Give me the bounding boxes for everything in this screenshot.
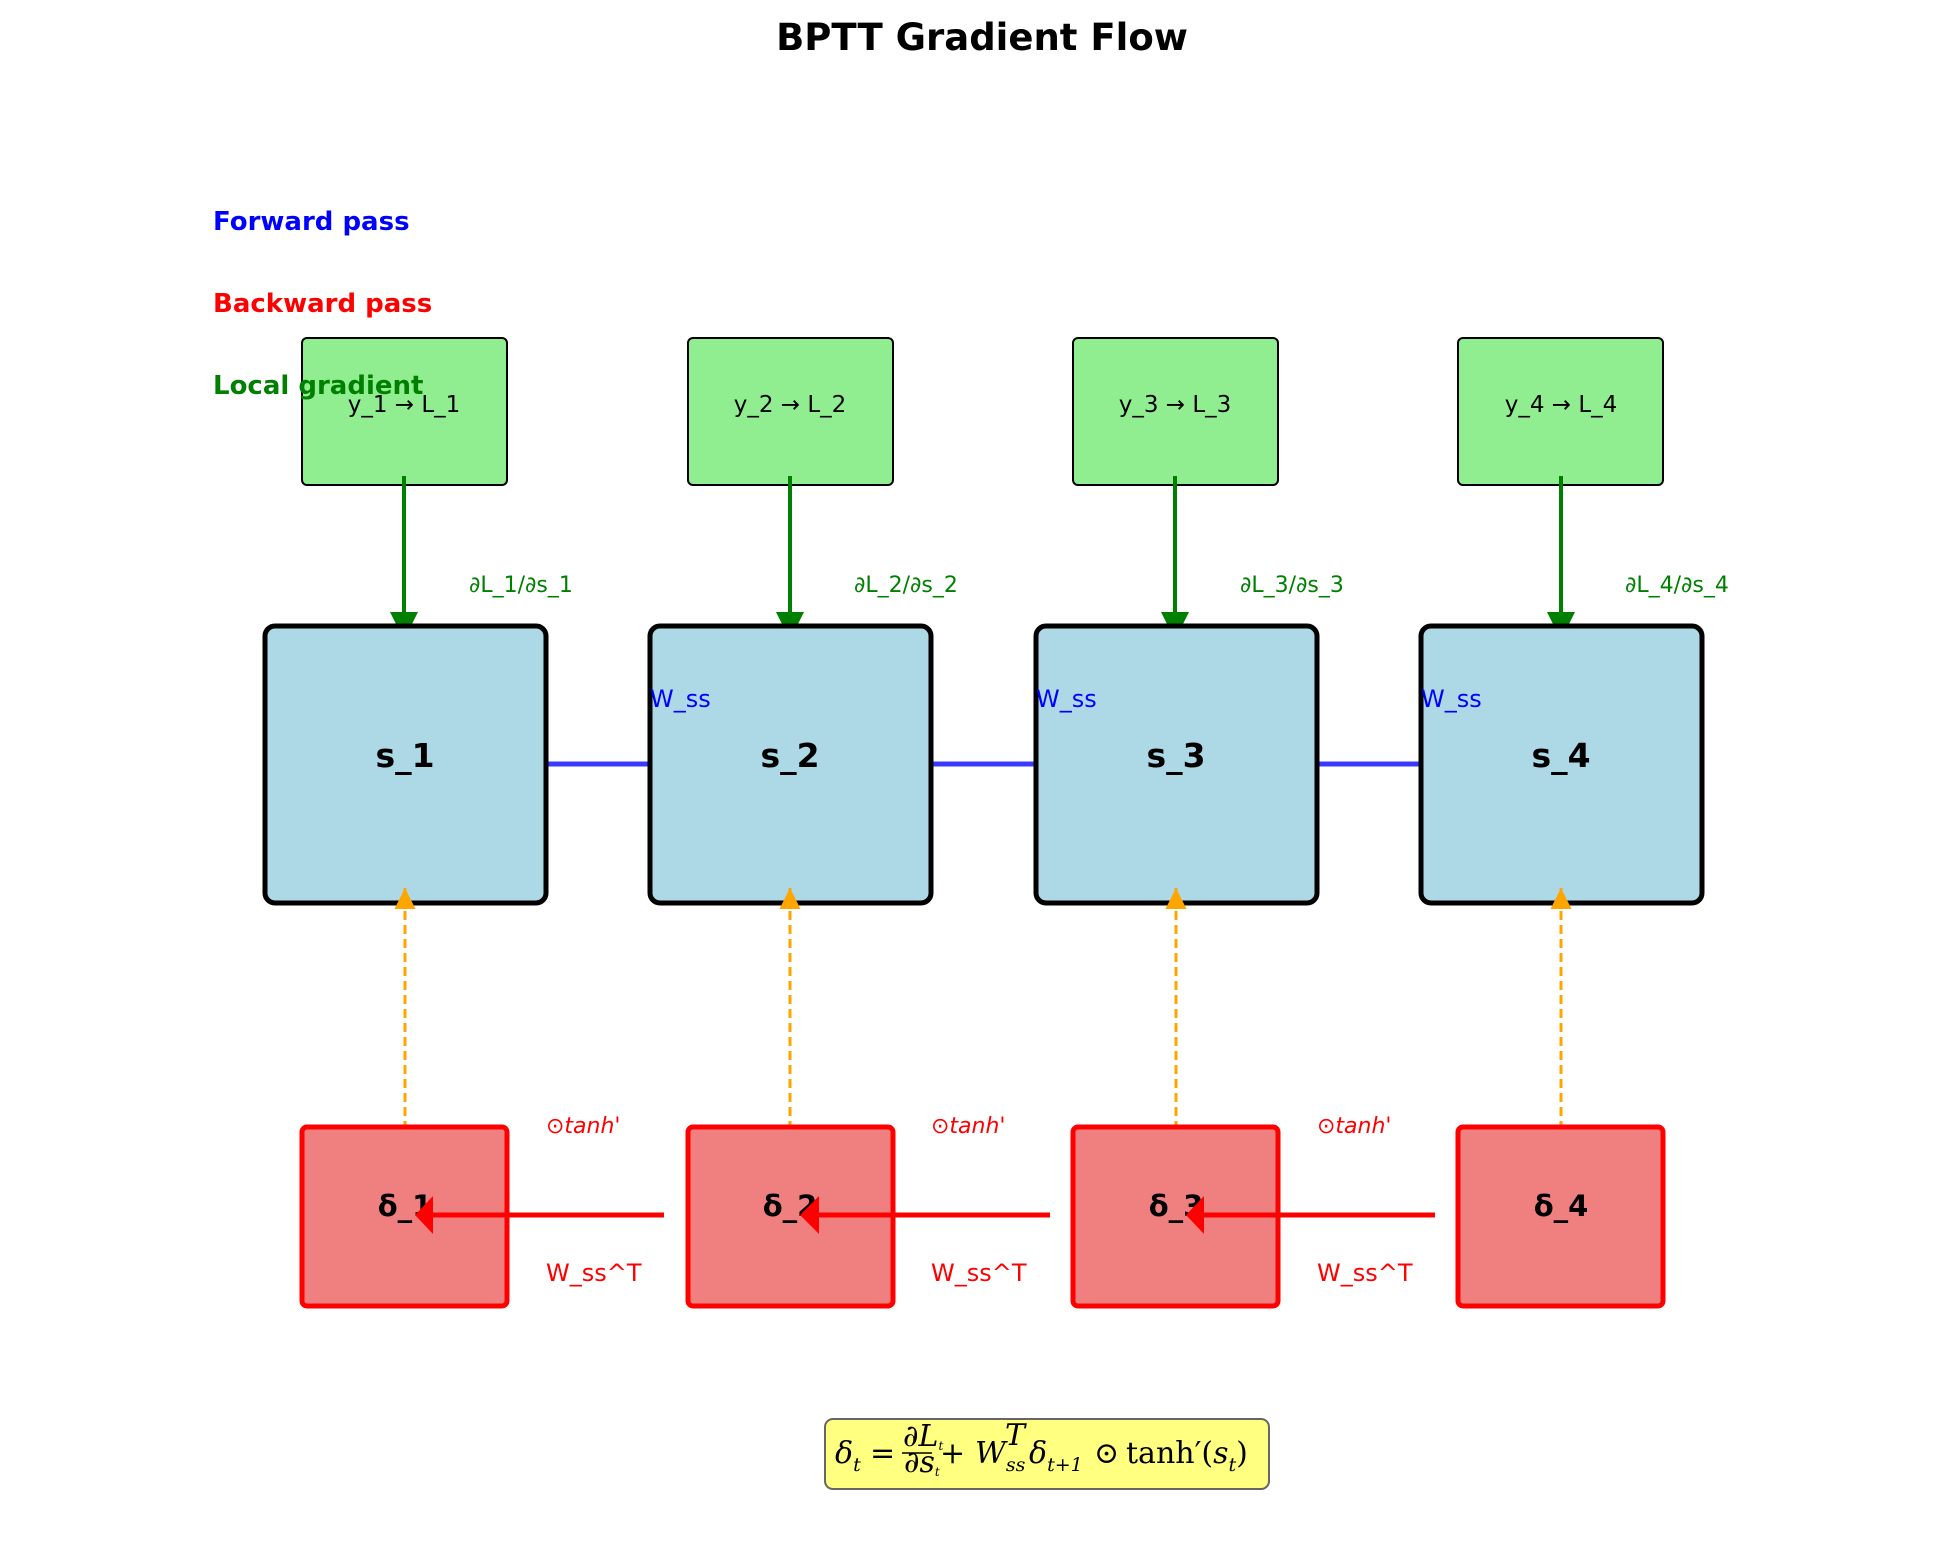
tanh-label-1: ⊙tanh' [546,1114,620,1139]
backward-arrow-4-3 [1186,1196,1435,1234]
state-label-4: s_4 [1531,736,1590,775]
formula-box: δt = ∂Lt ∂st + Wss T δt+1 ⊙ tanh′(st) [824,1418,1270,1490]
state-label-3: s_3 [1146,736,1205,775]
local-gradient-label-1: ∂L_1/∂s_1 [469,573,573,598]
formula-tanh: tanh′(st) [1126,1436,1248,1476]
backward-arrow-3-2 [800,1196,1050,1234]
formula-delta-next: δt+1 [1029,1436,1083,1476]
backward-edge-label-1: W_ss^T [546,1259,642,1287]
forward-edge-label-3: W_ss [1421,685,1482,713]
delta-box-4: δ_4 [1455,1124,1666,1309]
state-box-1: s_1 [262,623,549,906]
output-box-2: y_2 → L_2 [687,337,894,486]
delta-box-3: δ_3 [1070,1124,1281,1309]
backward-arrow-2-1 [415,1196,664,1234]
output-box-3: y_3 → L_3 [1072,337,1279,486]
formula-odot: ⊙ [1094,1436,1119,1471]
state-box-2: s_2 [647,623,934,906]
output-label-3: y_3 → L_3 [1119,392,1232,418]
state-box-3: s_3 [1033,623,1320,906]
formula-delta: δt [835,1436,861,1476]
output-box-4: y_4 → L_4 [1457,337,1664,486]
delta-label-4: δ_4 [1534,1189,1589,1223]
state-label-2: s_2 [760,736,819,775]
legend-backward-pass: Backward pass [213,289,432,319]
diagram-title: BPTT Gradient Flow [776,16,1188,59]
output-label-1: y_1 → L_1 [348,392,461,418]
legend-forward-pass: Forward pass [213,207,410,237]
output-label-2: y_2 → L_2 [734,392,847,418]
formula-w: Wss [975,1436,1026,1476]
state-box-4: s_4 [1418,623,1705,906]
local-gradient-label-2: ∂L_2/∂s_2 [854,573,958,598]
legend-local-gradient: Local gradient [213,371,423,401]
tanh-label-3: ⊙tanh' [1317,1114,1391,1139]
formula-frac-num: ∂Lt [903,1419,943,1454]
forward-edge-label-2: W_ss [1036,685,1097,713]
backward-edge-label-3: W_ss^T [1317,1259,1413,1287]
formula-eq: = [870,1436,895,1471]
local-gradient-label-4: ∂L_4/∂s_4 [1625,573,1729,598]
formula-frac-den: ∂st [904,1445,940,1480]
forward-edge-label-1: W_ss [650,685,711,713]
output-label-4: y_4 → L_4 [1505,392,1618,418]
local-gradient-label-3: ∂L_3/∂s_3 [1240,573,1344,598]
backward-edge-label-2: W_ss^T [931,1259,1027,1287]
tanh-label-2: ⊙tanh' [931,1114,1005,1139]
output-box-1: y_1 → L_1 [301,337,508,486]
formula-transpose: T [1005,1418,1027,1453]
state-label-1: s_1 [375,736,434,775]
formula-plus: + [940,1436,965,1471]
